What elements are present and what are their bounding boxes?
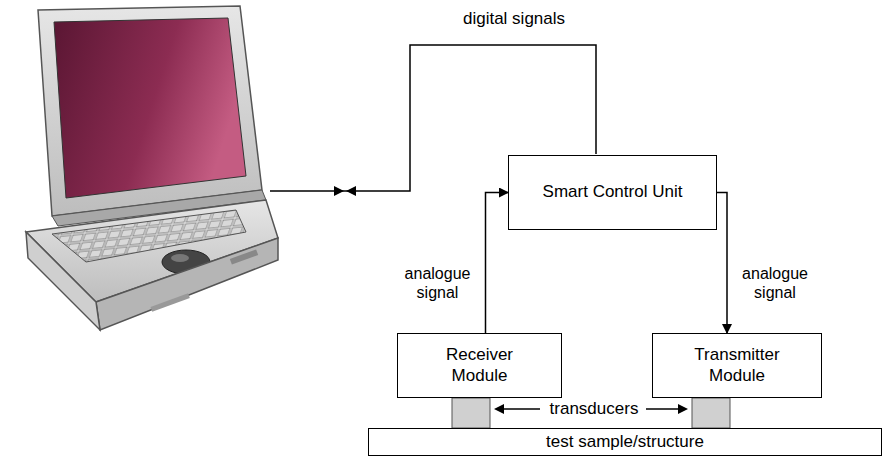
signal-arrow bbox=[717, 193, 727, 334]
box-text: Receiver Module bbox=[430, 345, 530, 386]
module-box: Receiver Module bbox=[397, 333, 562, 398]
leader-label: transducers bbox=[542, 399, 646, 419]
edge-label: analogue signal bbox=[400, 264, 476, 302]
control-box: Smart Control Unit bbox=[508, 155, 717, 230]
sample-box: test sample/structure bbox=[368, 428, 882, 456]
signal-label: digital signals bbox=[450, 9, 578, 29]
edge-label: analogue signal bbox=[737, 264, 813, 302]
box-text: Smart Control Unit bbox=[543, 182, 683, 202]
signal-arrow bbox=[486, 193, 509, 334]
box-text: Transmitter Module bbox=[685, 345, 790, 386]
module-box: Transmitter Module bbox=[652, 333, 822, 398]
box-text: test sample/structure bbox=[546, 432, 704, 452]
